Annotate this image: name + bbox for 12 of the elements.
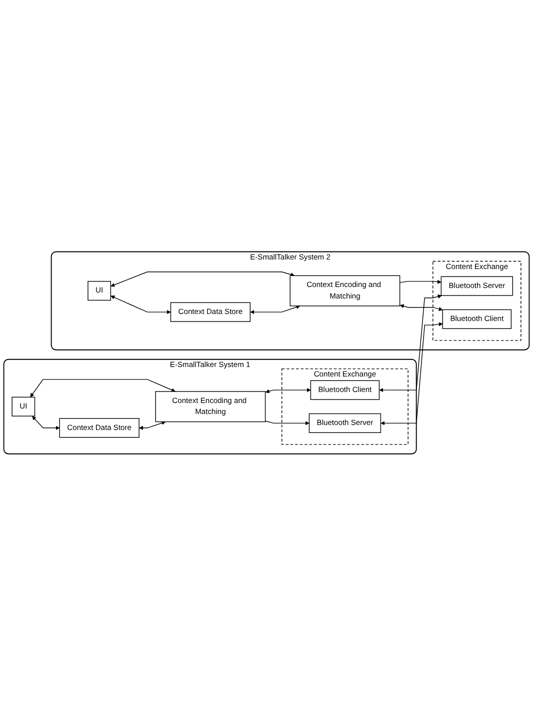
arrow (399, 280, 442, 284)
arrow (379, 294, 442, 392)
arrow (265, 388, 311, 394)
arrow (380, 322, 443, 426)
arrow (32, 416, 60, 430)
arrow (250, 305, 300, 314)
arrow (110, 296, 171, 314)
arrow (400, 304, 443, 312)
arrow (110, 272, 295, 287)
arrow (139, 421, 166, 430)
arrow (30, 379, 176, 398)
arrow (264, 420, 310, 426)
